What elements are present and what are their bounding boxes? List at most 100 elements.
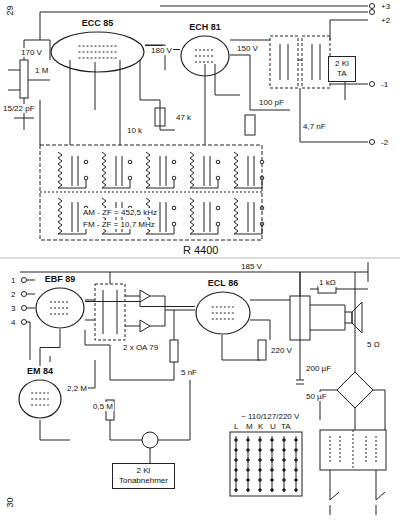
connector-box: 2 KlTA (328, 56, 356, 82)
wire (234, 226, 262, 234)
model-number: R 4400 (182, 244, 219, 257)
switch-contact (247, 459, 250, 462)
switch-bar (284, 436, 285, 492)
switch-contact (260, 160, 264, 164)
switch-contact (259, 459, 262, 462)
schematic-label: +2 (380, 16, 391, 25)
electrode-symbol (50, 302, 70, 314)
coil-symbol (190, 198, 194, 234)
switch-contact (247, 449, 250, 452)
tube-outline (196, 292, 250, 334)
tube-type: ECC 85 (50, 18, 145, 29)
coil-symbol (58, 198, 62, 234)
schematic-label: 4,7 nF (302, 122, 327, 131)
switch-contact (260, 206, 264, 210)
signal-wire (85, 302, 195, 307)
schematic-label: 200 µF (305, 364, 332, 373)
signal-wire (40, 329, 60, 366)
switch-contact (283, 439, 286, 442)
switch-contact (295, 439, 298, 442)
tube-outline (51, 32, 144, 72)
tube-type: ECL 86 (195, 278, 251, 289)
schematic-label: -2 (380, 138, 389, 147)
schematic-label: U (269, 422, 277, 431)
trimmer-symbol (204, 202, 210, 232)
switch-contact (259, 439, 262, 442)
schematic-label: 170 V (20, 48, 43, 57)
schematic-label: 180 V (150, 46, 173, 55)
schematic-label: 3 (10, 304, 16, 313)
box-label: 2 Kl (333, 59, 351, 69)
wire (190, 180, 218, 188)
coil-bank-strokes (58, 152, 297, 492)
switch-contact (271, 439, 274, 442)
switch-contact (235, 439, 238, 442)
schematic-label: L (233, 422, 239, 431)
schematic-label: 2,2 M (66, 384, 88, 393)
schematic-label: 5 Ω (366, 340, 381, 349)
switch-contact (271, 489, 274, 492)
trimmer-symbol (248, 202, 254, 232)
tube-type: EBF 89 (35, 274, 85, 285)
trimmer-symbol (72, 202, 78, 232)
switch-contact (128, 176, 132, 180)
switch-contact (235, 479, 238, 482)
switch-contact (247, 439, 250, 442)
trimmer-symbol (72, 156, 78, 186)
coil-symbol (190, 152, 194, 188)
box-label: TA (333, 69, 351, 79)
switch-contact (295, 449, 298, 452)
schematic-label: ~ 110/127/220 V (240, 412, 300, 421)
schematic-label: -1 (380, 80, 389, 89)
tube-symbol: ECL 86 (195, 278, 251, 335)
switch-contact (283, 479, 286, 482)
schematic-label: 1 (10, 276, 16, 285)
wire (234, 180, 262, 188)
schematic-label: 5 nF (180, 368, 198, 377)
switch-contact (216, 176, 220, 180)
switch-contact (260, 176, 264, 180)
switch-contact (235, 489, 238, 492)
schematic-label: 1 kΩ (318, 278, 337, 287)
schematic-label: K (257, 422, 264, 431)
tube-symbol: ECH 81 (180, 22, 230, 77)
schematic-label: TA (280, 422, 292, 431)
switch-contact (172, 222, 176, 226)
switch-contact (271, 479, 274, 482)
switch-contact (295, 479, 298, 482)
coil-symbol (102, 152, 106, 188)
switch-contact (283, 469, 286, 472)
box-label: Tonabnehmer (117, 476, 170, 486)
connector-box: 2 KlTonabnehmer (112, 463, 175, 489)
switch-contact (216, 160, 220, 164)
tube-type: ECH 81 (180, 22, 230, 33)
switch-bar (296, 436, 297, 492)
switch-contact (283, 449, 286, 452)
schematic-label: 2 x OA 79 (122, 343, 159, 352)
trimmer-symbol (204, 156, 210, 186)
switch-contact (172, 206, 176, 210)
electrode-symbol (212, 307, 234, 319)
schematic-label: 10 k (126, 126, 143, 135)
wire (146, 180, 174, 188)
schematic-label: AM - ZF = 452,5 kHz (82, 208, 158, 217)
switch-contact (260, 222, 264, 226)
switch-contact (295, 469, 298, 472)
switch-contact (172, 176, 176, 180)
schematic-label: 50 µF (305, 392, 328, 401)
switch-contact (247, 469, 250, 472)
switch-contact (235, 469, 238, 472)
tube-outline (36, 288, 84, 328)
switch-contact (271, 449, 274, 452)
schematic-label: 15/22 pF (2, 104, 36, 113)
switch-contact (259, 479, 262, 482)
switch-contact (84, 160, 88, 164)
switch-contact (172, 160, 176, 164)
schematic-label: FM - ZF = 10,7 MHz (82, 220, 156, 229)
schematic-label: 4 (10, 318, 16, 327)
switch-contact (216, 222, 220, 226)
electrode-symbol (31, 393, 49, 405)
switch-contact (259, 449, 262, 452)
page-number: 30 (6, 496, 15, 508)
